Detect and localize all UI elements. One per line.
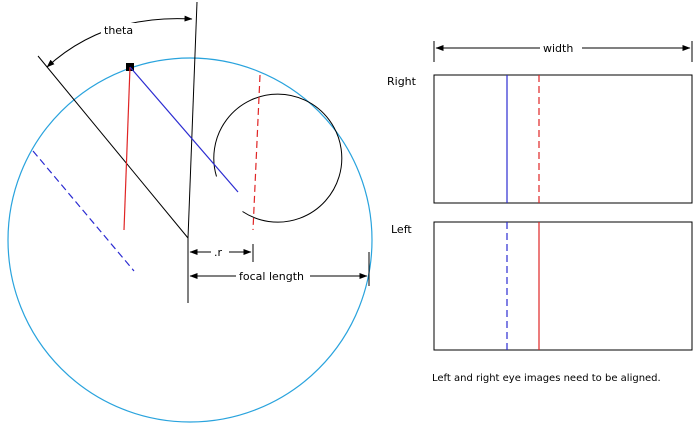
radius-label-bg	[211, 245, 229, 258]
left-panel-label: Left	[391, 223, 412, 236]
alignment-caption: Left and right eye images need to be ali…	[432, 373, 661, 384]
left-eye-panel	[433, 221, 693, 351]
width-label: width	[543, 42, 573, 55]
blue-solid-ray	[129, 66, 239, 193]
view-direction-line	[37, 55, 189, 239]
radius-label: .r	[214, 246, 222, 259]
width-label-bg	[540, 41, 582, 55]
theta-label-bg	[101, 23, 137, 37]
red-dashed-ray	[252, 74, 261, 231]
inner-circle	[213, 93, 343, 223]
eye-image-panels: width Right Left Left and right eye imag…	[387, 41, 693, 384]
theta-label: theta	[104, 24, 133, 37]
projection-geometry: theta .r focal length	[7, 1, 373, 423]
blue-dashed-ray	[32, 150, 135, 272]
right-eye-panel	[433, 74, 693, 204]
red-solid-ray	[123, 66, 131, 231]
right-panel-label: Right	[387, 75, 417, 88]
vertical-reference-line	[187, 1, 198, 239]
outer-circle	[7, 57, 373, 423]
focal-length-label: focal length	[239, 270, 304, 283]
focal-length-label-bg	[236, 269, 310, 283]
